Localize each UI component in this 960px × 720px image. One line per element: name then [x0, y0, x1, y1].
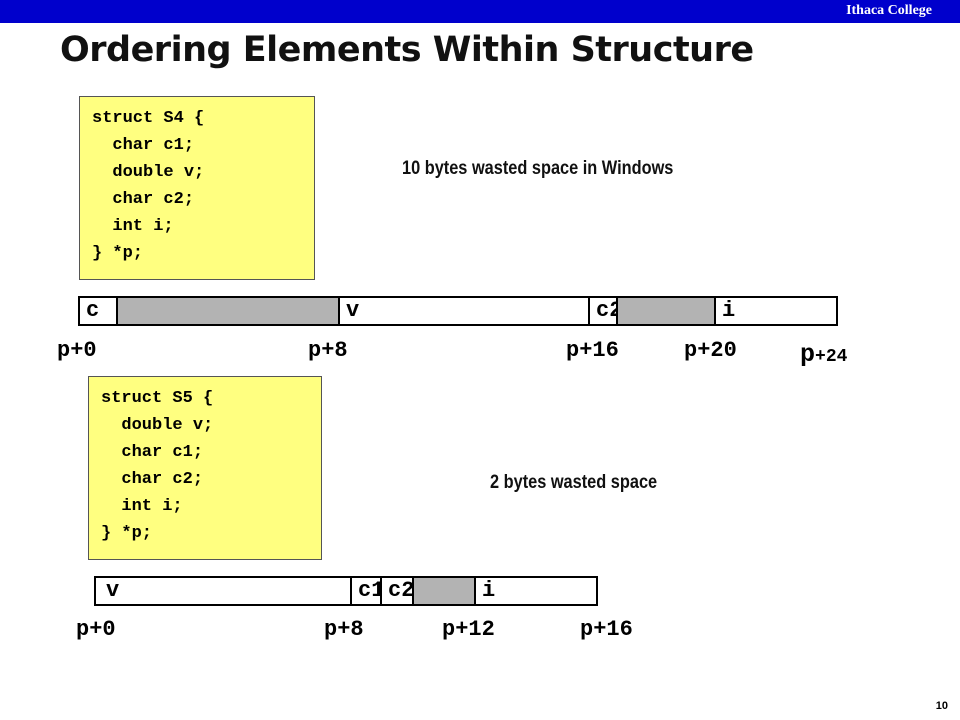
s5-offset-12: p+12 [442, 617, 495, 642]
code-line: struct S5 { [101, 389, 214, 408]
s5-cell-i: i [474, 578, 596, 604]
s5-code-box: struct S5 { double v; char c1; char c2; … [88, 376, 322, 560]
s4-offset-16: p+16 [566, 338, 619, 363]
offset-p: p [800, 340, 816, 369]
code-line: char c2; [92, 190, 195, 209]
s4-offset-8: p+8 [308, 338, 348, 363]
s5-cell-padding [412, 578, 474, 604]
s4-cell-c1: c [86, 298, 100, 323]
s4-offset-24: p+24 [800, 340, 847, 369]
s5-cell-c1: c1 [350, 578, 380, 604]
code-line: char c2; [101, 470, 204, 489]
s4-waste-note: 10 bytes wasted space in Windows [402, 158, 674, 179]
s4-memory-layout: c v c2 i [78, 296, 838, 326]
code-line: } *p; [101, 524, 153, 543]
s5-offset-0: p+0 [76, 617, 116, 642]
page-number: 10 [935, 700, 948, 712]
s4-cell-padding-2 [616, 298, 714, 324]
code-line: char c1; [92, 136, 195, 155]
code-line: double v; [101, 416, 214, 435]
s4-cell-c2: c2 [588, 298, 616, 324]
s5-cell-v: v [106, 578, 120, 603]
s5-memory-layout: v c1 c2 i [94, 576, 598, 606]
s5-offset-8: p+8 [324, 617, 364, 642]
code-line: int i; [101, 497, 183, 516]
s4-cell-i: i [714, 298, 836, 324]
s4-cell-v: v [338, 298, 588, 324]
slide-title: Ordering Elements Within Structure [60, 30, 754, 70]
s4-offset-20: p+20 [684, 338, 737, 363]
s4-code-box: struct S4 { char c1; double v; char c2; … [79, 96, 315, 280]
code-line: } *p; [92, 244, 144, 263]
offset-num: +24 [815, 347, 848, 367]
s5-waste-note: 2 bytes wasted space [490, 472, 658, 493]
header-bar: Ithaca College [0, 0, 960, 23]
code-line: struct S4 { [92, 109, 205, 128]
code-line: int i; [92, 217, 174, 236]
college-name: Ithaca College [846, 3, 932, 18]
s4-cell-padding-1 [116, 298, 338, 324]
s5-offset-16: p+16 [580, 617, 633, 642]
code-line: double v; [92, 163, 205, 182]
code-line: char c1; [101, 443, 204, 462]
s5-cell-c2: c2 [380, 578, 412, 604]
s4-offset-0: p+0 [57, 338, 97, 363]
